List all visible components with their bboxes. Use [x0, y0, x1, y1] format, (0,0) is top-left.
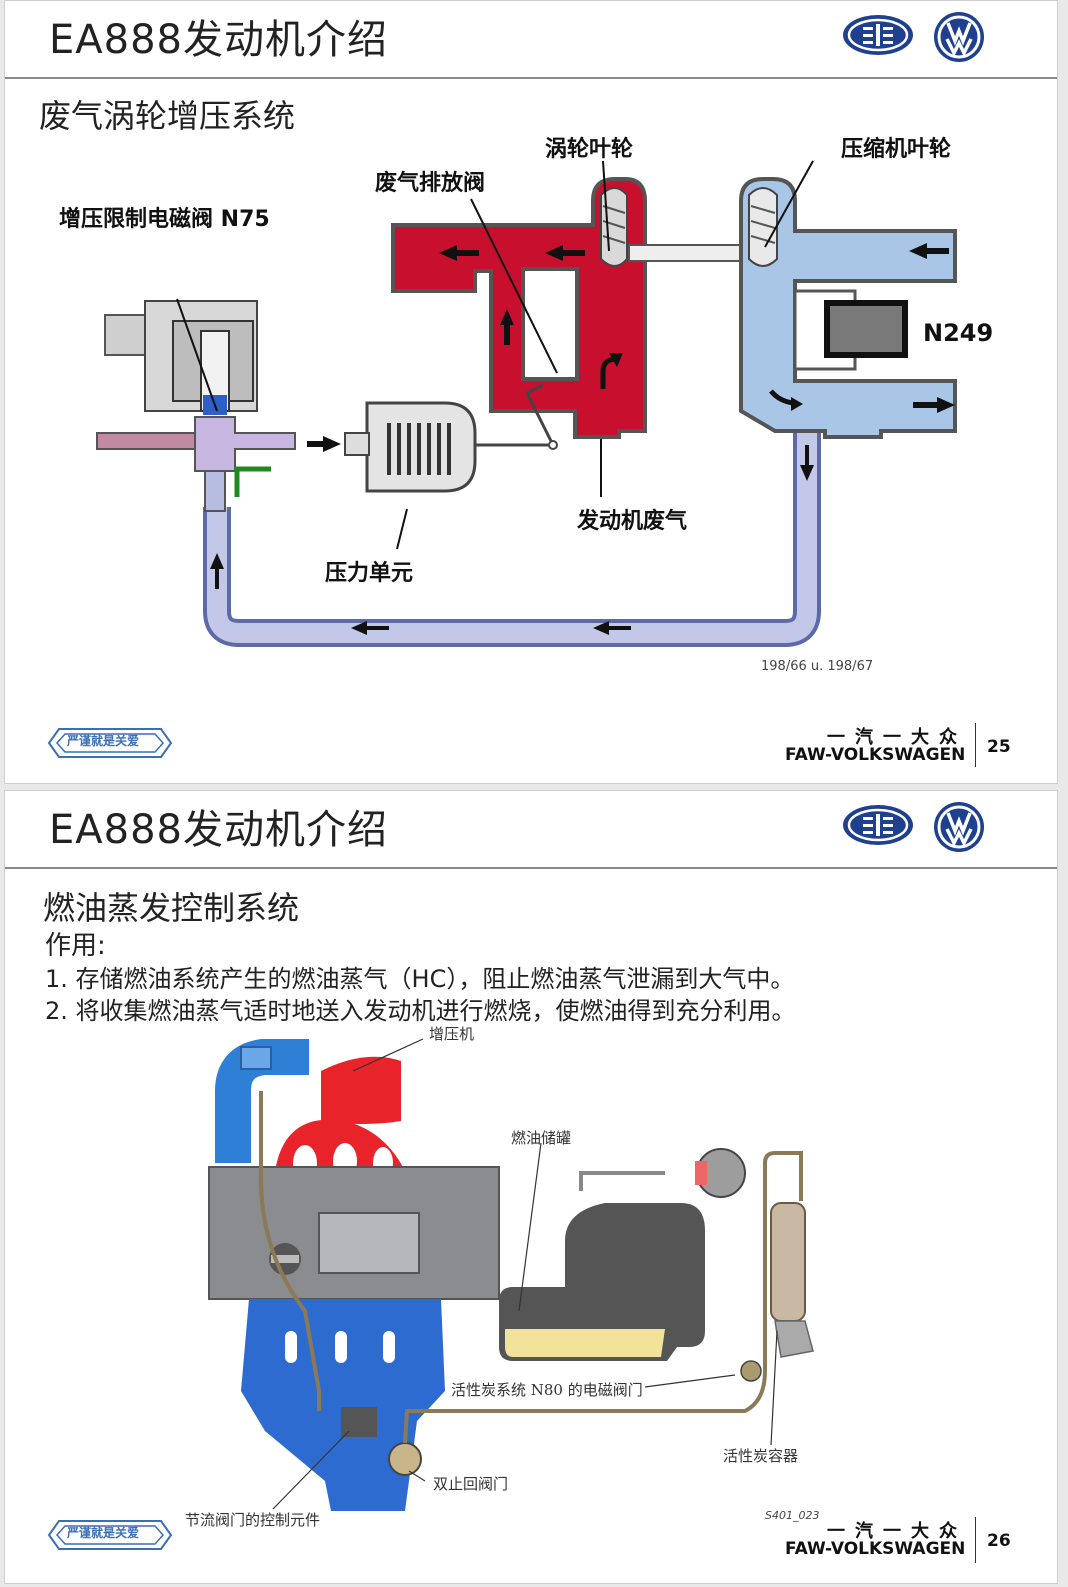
- vw-logo-icon: [934, 12, 984, 62]
- turbo-diagram: [96, 160, 957, 647]
- footer-divider: [975, 1517, 976, 1563]
- body-line-1: 1. 存储燃油系统产生的燃油蒸气（HC），阻止燃油蒸气泄漏到大气中。: [45, 965, 795, 993]
- label-check-valve: 双止回阀门: [433, 1475, 509, 1493]
- label-turbo: 增压机: [429, 1025, 475, 1043]
- page-number: 26: [987, 1531, 1011, 1551]
- slide-title: EA888发动机介绍: [49, 807, 388, 853]
- body-line-2: 2. 将收集燃油蒸气适时地送入发动机进行燃烧，使燃油得到充分利用。: [45, 997, 796, 1025]
- label-compressor: 压缩机叶轮: [841, 137, 952, 162]
- label-exhaust: 发动机废气: [577, 509, 688, 534]
- label-n80: 活性炭系统 N80 的电磁阀门: [451, 1381, 643, 1399]
- vw-logo-icon: [934, 802, 984, 852]
- label-turbine: 涡轮叶轮: [545, 137, 634, 162]
- page-number: 25: [987, 737, 1011, 757]
- label-tank: 燃油储罐: [511, 1129, 572, 1147]
- flow-arrow-icon: [210, 445, 814, 635]
- figure-ref: S401_023: [765, 1509, 820, 1522]
- footer-cn: 一汽一大众: [827, 1521, 967, 1542]
- stamp-icon: [47, 728, 173, 758]
- slide-26: EA888发动机介绍 燃油蒸发控制系统 作用: 1. 存储燃油系统产生的燃油蒸气…: [4, 790, 1058, 1584]
- slide-25: EA888发动机介绍 废气涡轮增压系统: [4, 0, 1058, 784]
- stamp-text: 严谨就是关爱: [67, 734, 140, 748]
- faw-logo-icon: [843, 15, 913, 55]
- label-wastegate: 废气排放阀: [375, 171, 486, 196]
- footer-en: FAW-VOLKSWAGEN: [785, 1539, 966, 1559]
- slide-header: EA888发动机介绍: [5, 791, 1057, 869]
- body-heading: 作用:: [45, 931, 106, 961]
- header-divider: [5, 77, 1057, 79]
- stamp-icon: [47, 1520, 173, 1550]
- header-divider: [5, 867, 1057, 869]
- stamp-text: 严谨就是关爱: [67, 1526, 140, 1540]
- slide-title: EA888发动机介绍: [49, 17, 388, 63]
- section-title: 废气涡轮增压系统: [39, 97, 296, 135]
- section-title: 燃油蒸发控制系统: [43, 889, 300, 927]
- footer-cn: 一汽一大众: [827, 727, 967, 748]
- slide-header: EA888发动机介绍: [5, 1, 1057, 79]
- label-n249: N249: [923, 319, 994, 347]
- label-throttle: 节流阀门的控制元件: [185, 1511, 321, 1529]
- evap-diagram: [208, 1038, 814, 1511]
- faw-logo-icon: [843, 805, 913, 845]
- label-n75: 增压限制电磁阀 N75: [59, 207, 270, 232]
- footer-divider: [975, 723, 976, 767]
- figure-ref: 198/66 u. 198/67: [761, 659, 874, 674]
- label-pressure-unit: 压力单元: [325, 561, 414, 586]
- label-canister: 活性炭容器: [723, 1447, 799, 1465]
- footer-en: FAW-VOLKSWAGEN: [785, 745, 966, 765]
